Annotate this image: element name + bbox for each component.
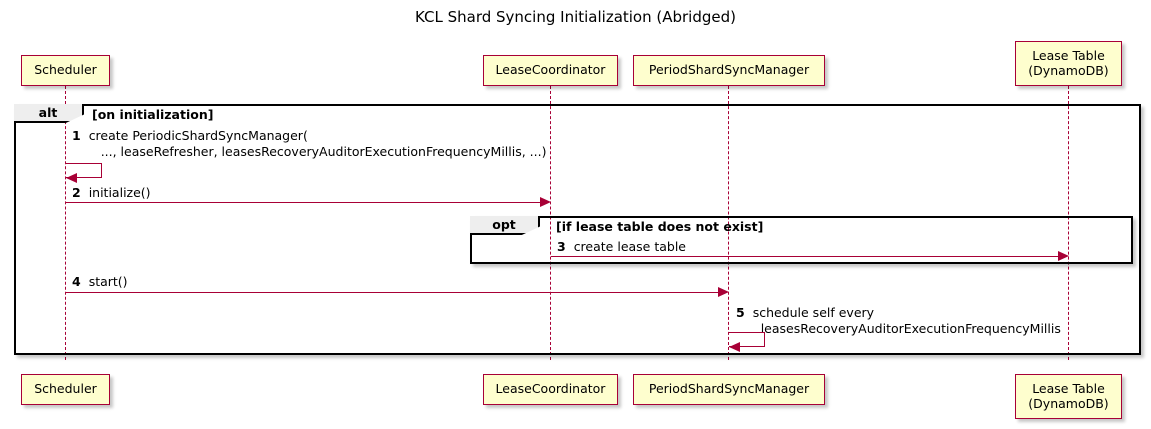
message-4-label: 4 start() bbox=[72, 274, 128, 290]
message-3-arrowhead bbox=[1058, 251, 1069, 261]
opt-frame-condition: [if lease table does not exist] bbox=[556, 219, 764, 234]
message-1-self-loop bbox=[66, 163, 102, 178]
opt-frame-tab: opt bbox=[470, 216, 540, 235]
message-2-text: initialize() bbox=[88, 185, 151, 200]
participant-label-line2: (DynamoDB) bbox=[1028, 62, 1109, 78]
participant-label: PeriodShardSyncManager bbox=[648, 62, 810, 78]
alt-frame-tab: alt bbox=[14, 104, 84, 123]
message-4-arrowhead bbox=[718, 287, 729, 297]
message-5-text-line1: schedule self every bbox=[752, 305, 875, 320]
participant-lease-table-top[interactable]: Lease Table (DynamoDB) bbox=[1015, 41, 1122, 86]
message-3-label: 3 create lease table bbox=[557, 239, 686, 255]
participant-label: LeaseCoordinator bbox=[495, 381, 606, 397]
message-1-text-line1: create PeriodicShardSyncManager( bbox=[88, 128, 308, 143]
message-3-text: create lease table bbox=[573, 239, 686, 254]
message-5-self-loop bbox=[729, 332, 765, 347]
alt-frame-tab-label: alt bbox=[38, 105, 58, 120]
participant-label: LeaseCoordinator bbox=[495, 62, 606, 78]
participant-scheduler-bottom[interactable]: Scheduler bbox=[21, 374, 110, 405]
participant-lease-table-bottom[interactable]: Lease Table (DynamoDB) bbox=[1015, 374, 1122, 419]
lifeline-lease-table bbox=[1068, 86, 1069, 360]
participant-label-line1: Lease Table bbox=[1032, 48, 1105, 64]
message-4-number: 4 bbox=[72, 274, 81, 289]
message-2-number: 2 bbox=[72, 185, 81, 200]
message-1-number: 1 bbox=[72, 128, 81, 143]
message-5-text-line2: leasesRecoveryAuditorExecutionFrequencyM… bbox=[760, 320, 1061, 336]
message-2-label: 2 initialize() bbox=[72, 185, 151, 201]
participant-label: Scheduler bbox=[34, 62, 97, 78]
message-5-arrowhead bbox=[729, 342, 740, 352]
message-1-label: 1 create PeriodicShardSyncManager( ..., … bbox=[72, 128, 546, 159]
participant-lease-coordinator-bottom[interactable]: LeaseCoordinator bbox=[483, 374, 618, 405]
message-4-text: start() bbox=[88, 274, 128, 289]
opt-frame bbox=[470, 216, 1133, 264]
message-1-text-line2: ..., leaseRefresher, leasesRecoveryAudit… bbox=[100, 143, 547, 159]
message-5-label: 5 schedule self every leasesRecoveryAudi… bbox=[736, 305, 1061, 336]
participant-label-line2: (DynamoDB) bbox=[1028, 395, 1109, 411]
page-title: KCL Shard Syncing Initialization (Abridg… bbox=[415, 8, 736, 26]
message-2-line bbox=[66, 202, 540, 203]
alt-frame-condition: [on initialization] bbox=[92, 107, 214, 122]
message-2-arrowhead bbox=[540, 197, 551, 207]
lifeline-lease-coordinator bbox=[550, 86, 551, 360]
message-5-number: 5 bbox=[736, 305, 745, 320]
message-4-line bbox=[66, 292, 718, 293]
participant-label: Scheduler bbox=[34, 381, 97, 397]
participant-period-shard-sync-manager-bottom[interactable]: PeriodShardSyncManager bbox=[633, 374, 825, 405]
message-1-arrowhead bbox=[66, 173, 77, 183]
lifeline-scheduler bbox=[65, 86, 66, 360]
message-3-line bbox=[551, 256, 1058, 257]
participant-label: PeriodShardSyncManager bbox=[648, 381, 810, 397]
participant-scheduler-top[interactable]: Scheduler bbox=[21, 55, 110, 86]
opt-frame-tab-label: opt bbox=[492, 217, 516, 232]
participant-label-line1: Lease Table bbox=[1032, 381, 1105, 397]
message-3-number: 3 bbox=[557, 239, 566, 254]
alt-frame bbox=[14, 104, 1141, 355]
participant-lease-coordinator-top[interactable]: LeaseCoordinator bbox=[483, 55, 618, 86]
participant-period-shard-sync-manager-top[interactable]: PeriodShardSyncManager bbox=[633, 55, 825, 86]
lifeline-period-shard-sync-manager bbox=[728, 86, 729, 360]
